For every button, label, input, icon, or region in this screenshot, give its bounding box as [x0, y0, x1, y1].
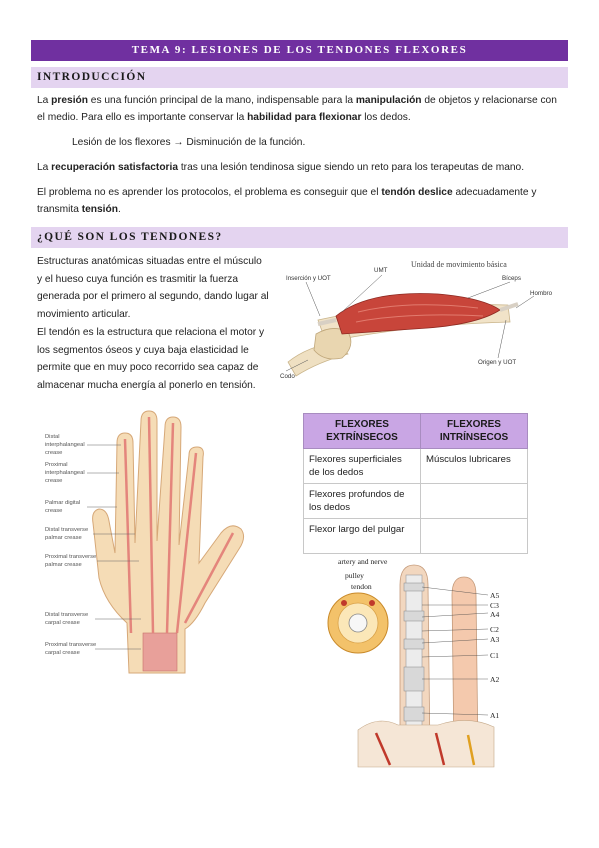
- table-cell: Flexor largo del pulgar: [303, 518, 421, 554]
- leader-line: [421, 586, 489, 596]
- leader-line: [285, 359, 309, 372]
- nerve-line: [466, 734, 476, 766]
- hand-label: crease: [45, 450, 62, 456]
- table-header-intrinsecos: FLEXORES INTRÍNSECOS: [420, 413, 528, 449]
- label-pulley: pulley: [345, 571, 364, 580]
- leader-line: [421, 628, 489, 632]
- hand-label: Distal: [45, 434, 60, 440]
- page-title: TEMA 9: LESIONES DE LOS TENDONES FLEXORE…: [31, 40, 568, 61]
- hand-label: Proximal transverse: [45, 642, 96, 648]
- table-header-row: FLEXORES EXTRÍNSECOS FLEXORES INTRÍNSECO…: [303, 413, 528, 449]
- cross-section-tendon: [348, 613, 368, 633]
- label-a3: A3: [490, 635, 499, 644]
- leader-line: [421, 712, 489, 716]
- table-cell: [420, 483, 528, 519]
- intro-paragraph-2: Lesión de los flexores → Disminución de …: [72, 137, 306, 148]
- hand-label: interphalangeal: [45, 442, 85, 448]
- label-codo: Codo: [280, 373, 295, 380]
- hand-label: Proximal transverse: [45, 554, 96, 560]
- tendon-line: [165, 422, 175, 634]
- label-biceps: Bíceps: [502, 275, 521, 282]
- tendon-line: [183, 532, 235, 624]
- flexors-table: FLEXORES EXTRÍNSECOS FLEXORES INTRÍNSECO…: [303, 413, 528, 554]
- tendons-paragraph-1: Estructuras anatómicas situadas entre el…: [37, 256, 269, 320]
- table-row: Flexor largo del pulgar: [303, 518, 528, 554]
- leader-line: [305, 281, 321, 317]
- muscle-figure-title: Unidad de movimiento básica: [411, 260, 507, 269]
- table-cell: Flexores profundos de los dedos: [303, 483, 421, 519]
- tendon-line: [175, 452, 198, 634]
- hand-label: crease: [45, 508, 62, 514]
- palm-base-shape: [357, 720, 495, 768]
- leader-line: [515, 295, 535, 309]
- distal-tendon-shape: [317, 318, 337, 326]
- section-heading-tendones: ¿QUÉ SON LOS TENDONES?: [31, 227, 568, 248]
- leader-line: [341, 274, 383, 313]
- label-tendon: tendon: [351, 582, 372, 591]
- label-a5: A5: [490, 591, 499, 600]
- hand-label: Proximal: [45, 462, 68, 468]
- pulley-band: [403, 582, 425, 592]
- hand-label: Palmar digital: [45, 500, 80, 506]
- leader-line: [421, 638, 489, 644]
- leader-line: [497, 319, 507, 359]
- label-a4: A4: [490, 610, 499, 619]
- table-cell: [420, 518, 528, 554]
- tendon-line: [147, 416, 155, 634]
- label-c3: C3: [490, 601, 499, 610]
- label-c1: C1: [490, 651, 499, 660]
- vessel-line: [434, 732, 446, 766]
- leader-line: [421, 612, 489, 618]
- pulley-band: [403, 610, 425, 622]
- label-insercion: Inserción y UOT: [286, 275, 331, 282]
- table-row: Flexores superficiales de los dedos Músc…: [303, 448, 528, 484]
- pulley-band: [403, 706, 425, 722]
- hand-label: Distal transverse: [45, 527, 88, 533]
- leader-line: [421, 654, 489, 658]
- finger-pulley-illustration: artery and nerve pulley tendon A5 C3 A4 …: [327, 557, 499, 768]
- tendon-line: [123, 438, 133, 634]
- hand-label: interphalangeal: [45, 470, 85, 476]
- intro-paragraph-3: La recuperación satisfactoria tras una l…: [37, 162, 525, 173]
- artery-dot: [369, 600, 375, 606]
- tendons-paragraph-2: El tendón es la estructura que relaciona…: [37, 327, 265, 391]
- intro-paragraph-4: El problema no es aprender los protocolo…: [37, 187, 537, 215]
- hand-label: carpal crease: [45, 620, 80, 626]
- label-origen: Origen y UOT: [478, 359, 516, 366]
- table-header-extrinsecos: FLEXORES EXTRÍNSECOS: [303, 413, 421, 449]
- section-heading-introduccion: INTRODUCCIÓN: [31, 67, 568, 88]
- label-artery-nerve: artery and nerve: [338, 557, 388, 566]
- label-umt: UMT: [374, 267, 388, 274]
- hand-creases-illustration: Distal interphalangeal crease Proximal i…: [45, 410, 245, 674]
- label-a2: A2: [490, 675, 499, 684]
- hand-label: palmar crease: [45, 535, 82, 541]
- table-row: Flexores profundos de los dedos: [303, 483, 528, 519]
- table-cell: Flexores superficiales de los dedos: [303, 448, 421, 484]
- hand-label: Distal transverse: [45, 612, 88, 618]
- muscle-fiber-line: [357, 304, 479, 313]
- leader-line: [467, 281, 511, 299]
- wrist-sheath-shape: [142, 632, 178, 672]
- proximal-tendon-shape: [499, 302, 519, 312]
- elbow-joint-shape: [313, 328, 352, 360]
- biceps-muscle-shape: [335, 293, 501, 335]
- artery-dot: [341, 600, 347, 606]
- label-c2: C2: [490, 625, 499, 634]
- pulley-band: [403, 638, 425, 650]
- finger-shape: [451, 576, 479, 756]
- label-hombro: Hombro: [530, 290, 553, 297]
- pulley-band: [403, 666, 425, 692]
- hand-label: palmar crease: [45, 562, 82, 568]
- muscle-unit-illustration: Unidad de movimiento básica UMT Inserció…: [280, 260, 553, 380]
- vessel-line: [374, 732, 392, 766]
- hand-label: crease: [45, 478, 62, 484]
- muscle-fiber-line: [355, 314, 484, 323]
- hand-label: carpal crease: [45, 650, 80, 656]
- intro-paragraph-1: La presión es una función principal de l…: [37, 95, 557, 123]
- table-cell: Músculos lubricares: [420, 448, 528, 484]
- label-a1: A1: [490, 711, 499, 720]
